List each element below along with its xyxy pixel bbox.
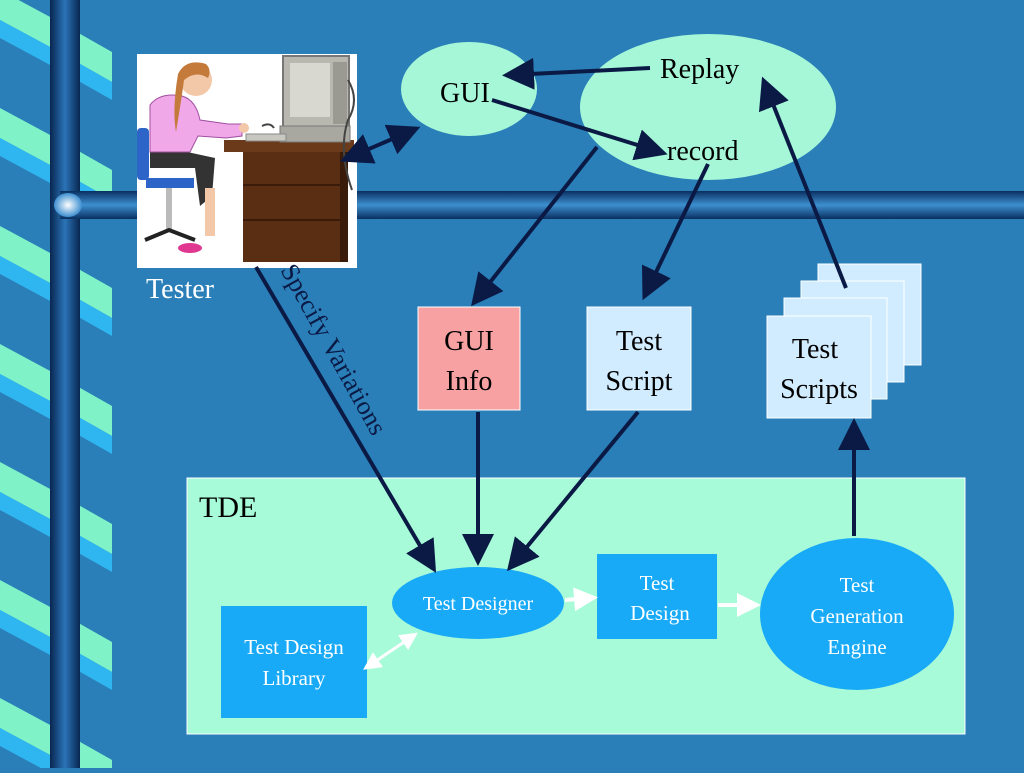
arrow-gui-to-record [491, 98, 668, 161]
arrow-scripts-to-replay [758, 76, 848, 289]
test-generation-engine-oval [760, 538, 954, 690]
tester-trousers [150, 148, 215, 206]
engine-line3: Engine [827, 635, 886, 659]
library-line1: Test Design [244, 635, 344, 659]
test-script-line1: Test [616, 326, 662, 357]
arrow-tester-gui [339, 124, 421, 164]
chair-seat [146, 178, 194, 188]
engine-line2: Generation [810, 604, 904, 628]
arrow-specify-variations [254, 265, 437, 573]
test-script-box [586, 306, 692, 411]
test-scripts-line1: Test [792, 334, 838, 365]
rail-knob [54, 193, 82, 217]
engine-line1: Test [840, 573, 875, 597]
tester-shirt [149, 94, 243, 153]
tester-hair [174, 62, 210, 133]
test-designer-oval [392, 567, 564, 639]
arrow-library-designer [363, 632, 418, 670]
test-design-line2: Design [630, 601, 690, 625]
test-scripts-box [766, 315, 872, 419]
tester-label: Tester [146, 274, 215, 305]
test-design-library-box [221, 606, 367, 718]
library-line2: Library [263, 666, 326, 690]
tester-illustration [137, 54, 357, 268]
gui-oval-label: GUI [440, 78, 490, 109]
gui-info-line2: Info [446, 366, 493, 397]
arrow-replay-to-gui [502, 57, 651, 90]
test-script-line2: Script [606, 366, 673, 397]
gui-info-box [417, 306, 521, 411]
test-design-box [597, 554, 717, 639]
desk-top [224, 140, 354, 152]
arrow-record-to-test-script [641, 163, 710, 301]
arrow-test-script-to-designer [506, 410, 640, 572]
specify-variations-label: Specify Variations [275, 259, 393, 440]
vertical-rail [50, 0, 80, 768]
arrow-designer-to-design [564, 587, 598, 612]
test-design-line1: Test [640, 571, 675, 595]
tde-title: TDE [199, 491, 257, 524]
gui-info-line1: GUI [444, 326, 494, 357]
test-designer-label: Test Designer [423, 593, 534, 615]
replay-label: Replay [660, 54, 739, 85]
record-label: record [667, 136, 739, 167]
arrow-to-gui-info [471, 145, 599, 307]
desk-body [243, 152, 346, 262]
test-scripts-line2: Scripts [780, 374, 858, 405]
